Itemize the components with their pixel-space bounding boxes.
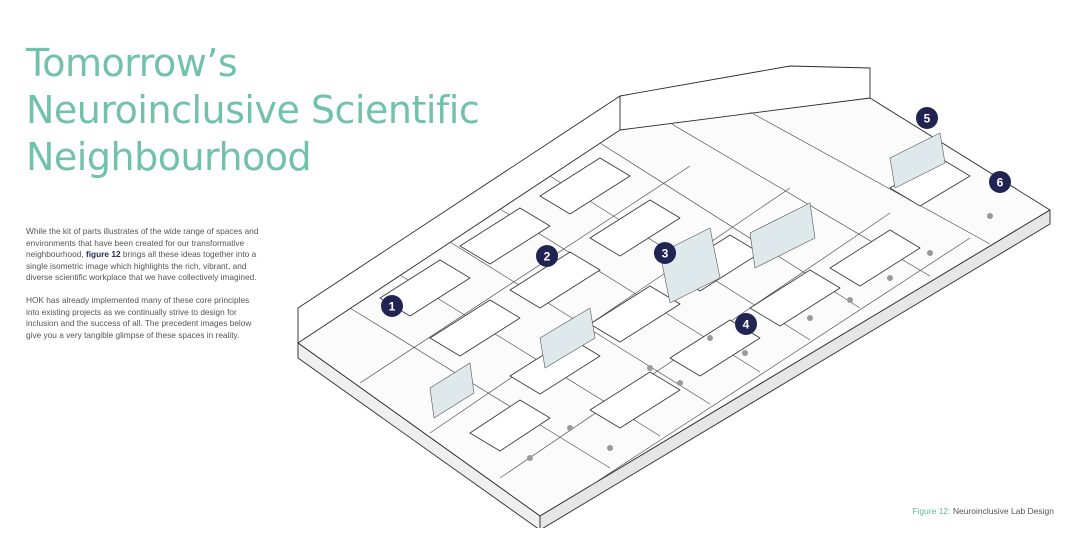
figure-caption-text: Neuroinclusive Lab Design [950, 506, 1054, 516]
marker-6[interactable]: 6 [989, 171, 1011, 193]
marker-4-label: 4 [743, 318, 750, 332]
intro-text: While the kit of parts illustrates of th… [26, 226, 262, 352]
marker-3-label: 3 [662, 247, 669, 261]
marker-3[interactable]: 3 [654, 242, 676, 264]
figure-12-link[interactable]: figure 12 [85, 249, 121, 260]
page-title-line-1: Tomorrow’s [26, 41, 238, 85]
isometric-lab-drawing: 1 2 3 4 5 6 [297, 65, 1051, 528]
marker-1[interactable]: 1 [381, 295, 403, 317]
marker-6-label: 6 [997, 176, 1004, 190]
marker-5[interactable]: 5 [916, 107, 938, 129]
marker-5-label: 5 [924, 112, 931, 126]
intro-p1-text: While the kit of parts illustrates of th… [26, 226, 259, 260]
intro-paragraph-1: While the kit of parts illustrates of th… [26, 226, 262, 284]
page-title-line-3: Neighbourhood [26, 135, 312, 179]
page-title-line-2: Neuroinclusive Scientific [26, 88, 480, 132]
marker-1-label: 1 [389, 300, 396, 314]
marker-4[interactable]: 4 [735, 313, 757, 335]
intro-p1-text-end: brings all these ideas together into a s… [26, 249, 257, 283]
page-title: Tomorrow’s Neuroinclusive Scientific Nei… [26, 40, 506, 181]
figure-caption: Figure 12: Neuroinclusive Lab Design [912, 506, 1054, 516]
intro-paragraph-2: HOK has already implemented many of thes… [26, 294, 252, 340]
figure-caption-label: Figure 12: [912, 506, 951, 516]
marker-2[interactable]: 2 [536, 245, 558, 267]
marker-2-label: 2 [544, 250, 551, 264]
